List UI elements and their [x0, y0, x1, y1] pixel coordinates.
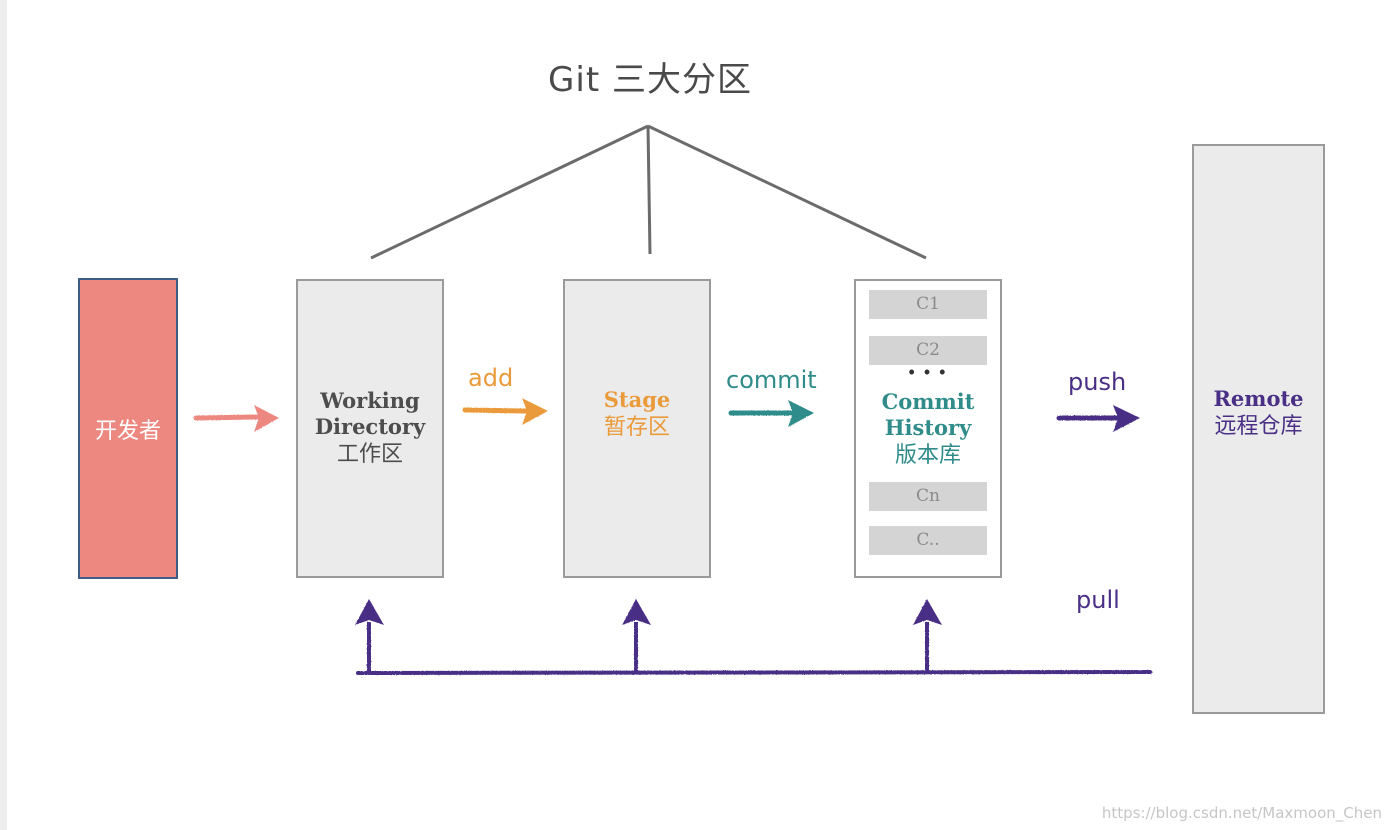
pull-label: pull [1076, 586, 1120, 614]
add-label: add [468, 364, 514, 392]
developer-box: 开发者 [78, 278, 178, 579]
working-directory-box: Working Directory 工作区 [296, 279, 444, 578]
left-edge-strip [0, 0, 7, 830]
working-directory-en-line2: Directory [314, 413, 426, 439]
remote-box: Remote 远程仓库 [1192, 144, 1325, 714]
commit-history-en-line1: Commit [881, 389, 975, 414]
commit-history-box: C1 C2 • • • Commit History 版本库 Cn C.. [854, 279, 1002, 578]
arrow-pull [355, 599, 1152, 675]
remote-en: Remote [1213, 386, 1304, 411]
working-directory-zh: 工作区 [336, 441, 403, 467]
tree-line-left [370, 124, 649, 260]
stage-box: Stage 暂存区 [563, 279, 711, 578]
commit-chip: C2 [869, 336, 987, 365]
arrow-push [1056, 405, 1140, 432]
push-label: push [1068, 368, 1127, 396]
tree-line-center [646, 125, 652, 255]
commit-history-en-line2: History [884, 415, 972, 440]
commit-chip: Cn [869, 482, 987, 511]
working-directory-en-line1: Working [320, 387, 420, 413]
commit-chip: C.. [869, 526, 987, 555]
commit-history-labels: Commit History 版本库 [856, 389, 1000, 471]
arrow-developer-to-workdir [193, 405, 279, 432]
arrow-commit [728, 400, 814, 427]
commit-chip: C1 [869, 290, 987, 319]
stage-en: Stage [603, 386, 671, 412]
watermark: https://blog.csdn.net/Maxmoon_Chen [1101, 804, 1382, 822]
commit-history-zh: 版本库 [894, 443, 961, 468]
commit-ellipsis: • • • [908, 362, 948, 382]
arrow-add [462, 398, 548, 425]
commit-label: commit [726, 366, 817, 394]
remote-zh: 远程仓库 [1214, 414, 1303, 439]
diagram-title: Git 三大分区 [548, 60, 752, 100]
tree-lines [370, 124, 927, 260]
developer-label: 开发者 [94, 418, 161, 444]
tree-line-right [647, 124, 927, 260]
stage-zh: 暂存区 [603, 414, 670, 440]
